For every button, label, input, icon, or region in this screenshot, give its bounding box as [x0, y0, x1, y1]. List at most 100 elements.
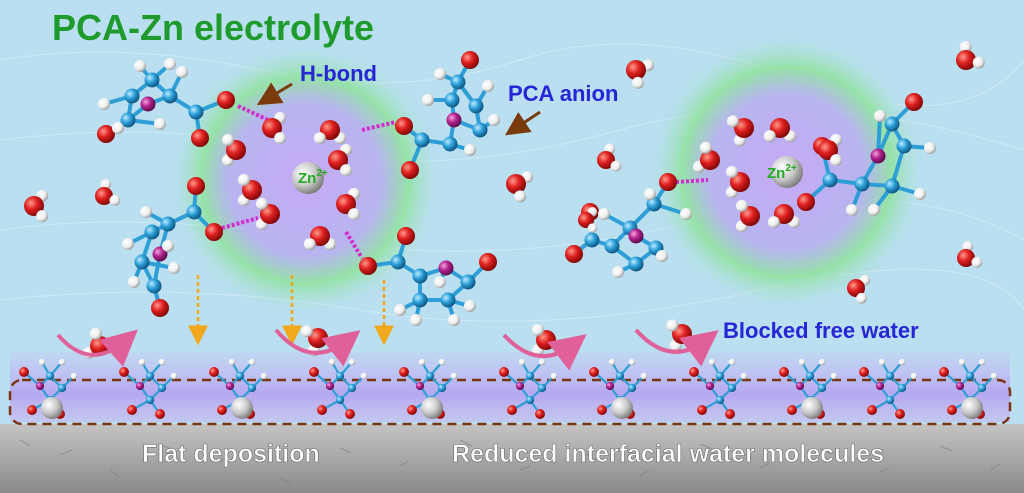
oxygen-atom	[597, 405, 607, 415]
water-molecule	[767, 204, 801, 229]
carbon-atom	[425, 371, 435, 381]
oxygen-atom	[597, 151, 615, 169]
hydrogen-atom	[128, 276, 140, 288]
hydrogen-atom	[598, 208, 610, 220]
blocked-free-water-label: Blocked free water	[723, 318, 919, 343]
water-molecule	[336, 187, 361, 221]
hydrogen-atom	[514, 190, 527, 203]
carbon-atom	[897, 383, 907, 393]
hydrogen-atom	[763, 130, 776, 143]
oxygen-atom	[506, 174, 526, 194]
oxygen-atom	[947, 405, 957, 415]
hydrogen-atom	[168, 262, 180, 274]
water-molecule	[726, 115, 754, 147]
hydrogen-atom	[434, 68, 446, 80]
carbon-atom	[715, 395, 725, 405]
carbon-atom	[525, 371, 535, 381]
carbon-atom	[145, 371, 155, 381]
carbon-atom	[646, 196, 662, 212]
hydrogen-atom	[538, 358, 546, 366]
water-molecule	[328, 143, 353, 177]
nitrogen-atom	[35, 381, 45, 391]
oxygen-atom	[320, 120, 340, 140]
carbon-atom	[896, 138, 912, 154]
hydrogen-atom	[878, 358, 886, 366]
carbon-atom	[537, 383, 547, 393]
oxygen-atom	[191, 129, 209, 147]
hydrogen-atom	[798, 358, 806, 366]
water-molecule	[735, 199, 760, 233]
oxygen-atom	[499, 367, 509, 377]
oxygen-atom	[260, 204, 280, 224]
zn-ion-right: Zn2+	[767, 156, 803, 188]
hydrogen-atom	[708, 358, 716, 366]
hydrogen-atom	[874, 110, 886, 122]
hydrogen-atom	[640, 372, 648, 380]
hydrogen-atom	[488, 114, 500, 126]
oxygen-atom	[859, 367, 869, 377]
nitrogen-atom	[325, 381, 335, 391]
hydrogen-atom	[868, 204, 880, 216]
pca-anion-pointer-arrow	[505, 110, 541, 136]
hydrogen-atom	[464, 144, 476, 156]
hbond-pointer-arrow	[256, 82, 293, 106]
carbon-atom	[437, 383, 447, 393]
zn-ion-label: Zn2+	[767, 163, 797, 182]
hydrogen-atom	[612, 266, 624, 278]
oxygen-atom	[399, 367, 409, 377]
hydrogen-atom	[958, 358, 966, 366]
pca-anion	[97, 58, 235, 147]
hydrogen-atom	[740, 372, 748, 380]
hydrogen-atom	[109, 194, 121, 206]
nitrogen-atom	[605, 381, 615, 391]
water-molecule	[578, 207, 598, 233]
water-molecule	[847, 274, 871, 304]
hydrogen-atom	[587, 223, 598, 233]
carbon-atom	[854, 176, 870, 192]
oxygen-atom	[774, 204, 794, 224]
hydrogen-atom	[434, 276, 446, 288]
hydrogen-atom	[818, 358, 826, 366]
oxygen-atom	[336, 194, 356, 214]
diagram-title: PCA-Zn electrolyte	[52, 7, 374, 48]
hydrogen-atom	[221, 133, 234, 146]
hydrogen-atom	[140, 206, 152, 218]
carbon-atom	[145, 395, 155, 405]
hydrogen-atom	[300, 325, 313, 338]
carbon-atom	[822, 172, 838, 188]
oxygen-atom	[217, 91, 235, 109]
hydrogen-atom	[914, 188, 926, 200]
carbon-atom	[162, 88, 178, 104]
carbon-atom	[805, 371, 815, 381]
oxygen-atom	[730, 172, 750, 192]
carbon-atom	[884, 116, 900, 132]
hbond-label: H-bond	[300, 61, 377, 86]
water-molecule	[818, 133, 843, 167]
hydrogen-atom	[237, 173, 250, 186]
oxygen-atom	[895, 409, 905, 419]
carbon-atom	[442, 136, 458, 152]
deposition-arrows	[188, 275, 394, 346]
oxygen-atom	[697, 405, 707, 415]
hydrogen-atom	[394, 304, 406, 316]
hydrogen-atom	[699, 141, 712, 154]
water-molecule	[597, 143, 622, 172]
oxygen-atom	[734, 118, 754, 138]
oxygen-atom	[957, 249, 975, 267]
hydrogen-atom	[228, 358, 236, 366]
oxygen-atom	[19, 367, 29, 377]
deposited-zn-atom	[801, 397, 823, 419]
nitrogen-atom	[955, 381, 965, 391]
oxygen-atom	[939, 367, 949, 377]
hydrogen-atom	[644, 188, 656, 200]
carbon-atom	[335, 371, 345, 381]
water-molecule	[237, 173, 262, 207]
hydrogen-atom	[735, 199, 748, 212]
hydrogen-atom	[98, 98, 110, 110]
hydrogen-atom	[313, 132, 326, 145]
oxygen-atom	[589, 367, 599, 377]
substrate-texture	[19, 439, 1001, 484]
carbon-atom	[124, 88, 140, 104]
hydrogen-atom	[328, 358, 336, 366]
hydrogen-atom	[255, 197, 268, 210]
